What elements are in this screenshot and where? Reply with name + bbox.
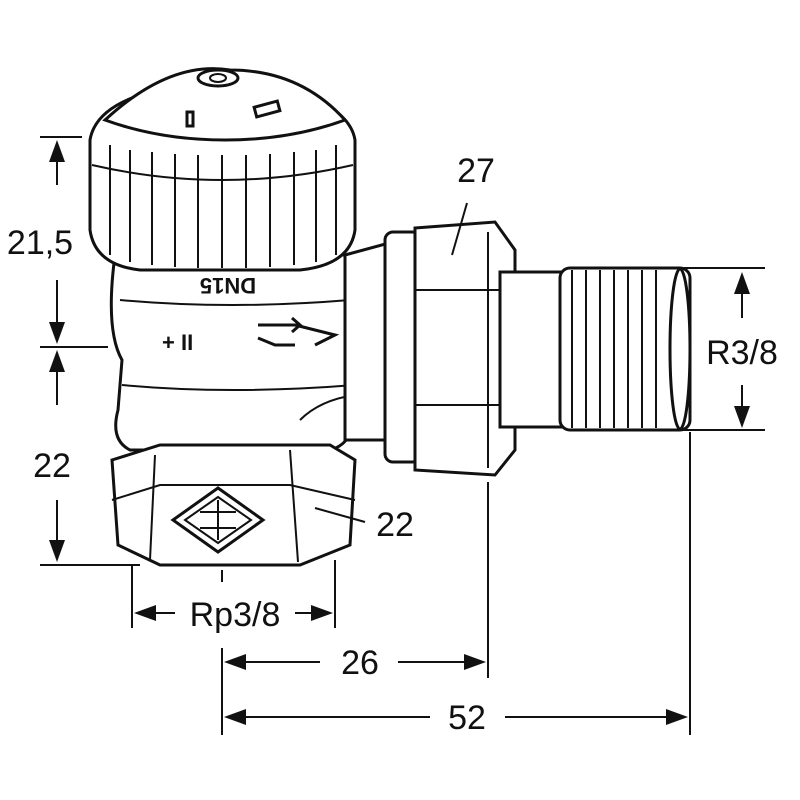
dim-nut-width: 27 <box>457 152 495 190</box>
manufacturer-logo <box>170 486 266 554</box>
dimension-lines <box>40 136 765 735</box>
valve-cap <box>88 67 357 272</box>
dim-body-hex: 22 <box>376 506 414 544</box>
dim-height-lower: 22 <box>33 447 71 485</box>
threaded-tail <box>558 266 692 432</box>
union-nut <box>383 220 517 477</box>
dim-offset-to-nut: 26 <box>341 644 379 682</box>
body-marking: DN15 <box>200 273 256 298</box>
dim-overall-length: 52 <box>448 699 486 737</box>
dim-inlet-thread: Rp3/8 <box>190 596 281 634</box>
dim-height-upper: 21,5 <box>7 224 73 262</box>
dim-outlet-thread: R3/8 <box>706 334 778 372</box>
flow-arrow-icon <box>257 316 340 347</box>
inlet-hex-nut <box>110 443 357 567</box>
setting-mark: + II <box>162 330 193 355</box>
